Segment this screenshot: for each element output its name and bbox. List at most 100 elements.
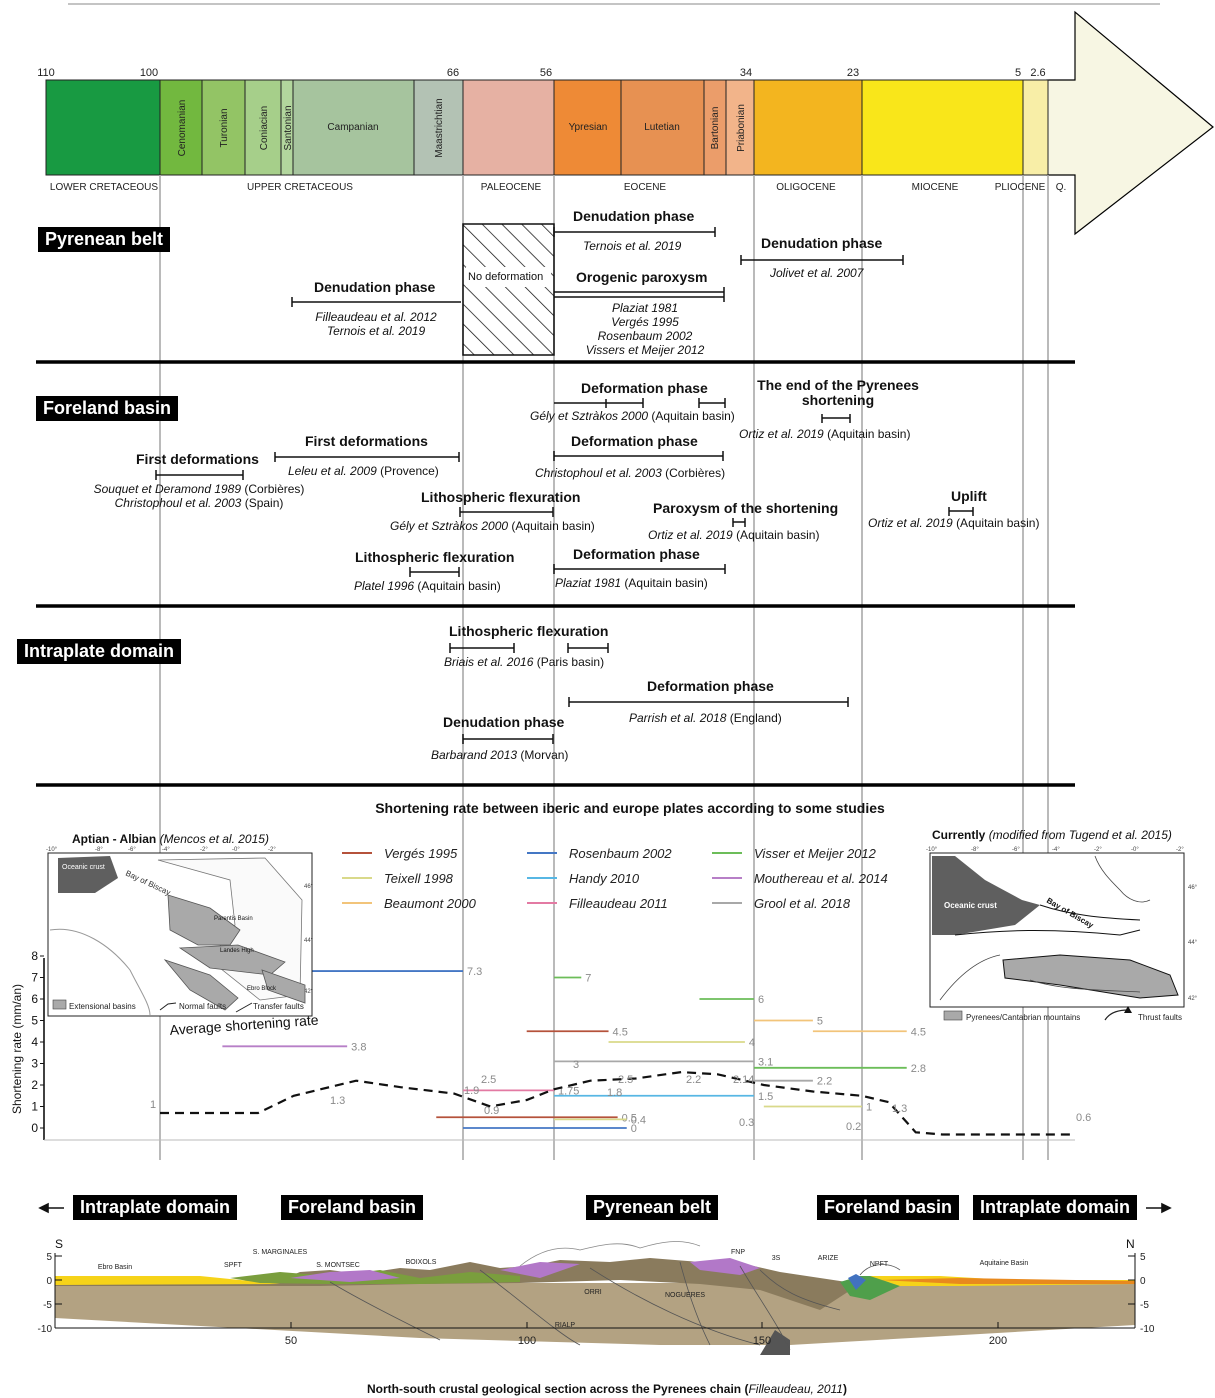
rate-label: 3 — [573, 1059, 579, 1071]
y-tick-label: 8 — [31, 949, 38, 963]
svg-text:Parentis Basin: Parentis Basin — [214, 916, 253, 922]
section-xtick: 200 — [989, 1335, 1007, 1347]
section-label: Aquitaine Basin — [980, 1260, 1029, 1267]
event-ref: Briais et al. 2016 (Paris basin) — [444, 655, 605, 669]
rate-label: 1.5 — [758, 1091, 773, 1103]
event-ref: Plaziat 1981 (Aquitain basin) — [555, 576, 708, 590]
svg-text:-10°: -10° — [926, 847, 938, 853]
event-title: First deformations — [305, 433, 428, 449]
y-tick-label: 0 — [31, 1121, 38, 1135]
stage-label: Turonian — [219, 108, 230, 147]
domain-label: Foreland basin — [281, 1195, 424, 1220]
event-bars — [155, 227, 974, 744]
section-caption-source: Filleaudeau, 2011 — [748, 1382, 843, 1396]
domain-label: Pyrenean belt — [586, 1195, 719, 1220]
svg-text:-0°: -0° — [1131, 847, 1139, 853]
section-label: FNP — [731, 1249, 745, 1256]
section-xtick: 50 — [285, 1335, 297, 1347]
range-bar — [462, 734, 554, 744]
cross-section — [53, 1241, 1138, 1355]
svg-text:-6°: -6° — [1012, 847, 1020, 853]
rate-label: 1.75 — [558, 1085, 579, 1097]
domain-label: Foreland basin — [817, 1195, 960, 1220]
section-ytick: 0 — [46, 1276, 52, 1287]
event-ref: Ortiz et al. 2019 (Aquitain basin) — [648, 528, 820, 542]
event-title: Denudation phase — [443, 714, 565, 730]
event-ref: Barbarand 2013 (Morvan) — [431, 748, 569, 762]
event-ref: Ortiz et al. 2019 (Aquitain basin) — [868, 516, 1040, 530]
event-ref: Jolivet et al. 2007 — [770, 266, 864, 280]
rate-label: 7.3 — [467, 966, 482, 978]
rate-label: 0.5 — [622, 1112, 637, 1124]
section-ytick: -10 — [38, 1324, 53, 1335]
svg-text:Ebro Block: Ebro Block — [247, 986, 277, 992]
svg-text:Oceanic crust: Oceanic crust — [944, 901, 997, 910]
epoch-label: EOCENE — [624, 182, 667, 193]
epoch-label: MIOCENE — [912, 182, 959, 193]
svg-text:-2°: -2° — [268, 847, 276, 853]
rate-label: 2.5 — [618, 1074, 633, 1086]
tick-label: 110 — [37, 67, 55, 79]
event-title: First deformations — [136, 451, 259, 467]
svg-text:-6°: -6° — [128, 847, 136, 853]
section-label: S. MONTSEC — [316, 1262, 360, 1269]
event-refs: Filleaudeau et al. 2012 Ternois et al. 2… — [315, 310, 437, 338]
svg-text:Normal faults: Normal faults — [179, 1002, 226, 1011]
event-title: Deformation phase — [647, 678, 774, 694]
y-tick-label: 3 — [31, 1057, 38, 1071]
event-title: Uplift — [951, 488, 987, 504]
legend-entry: Grool et al. 2018 — [754, 896, 851, 911]
section-ytick: 5 — [46, 1252, 52, 1263]
inset-right-title: Currently — [932, 828, 986, 842]
section-label: 3S — [772, 1255, 781, 1262]
epoch-label: OLIGOCENE — [776, 182, 836, 193]
y-tick-label: 5 — [31, 1014, 38, 1028]
tick-label: 23 — [847, 67, 859, 79]
epoch-label: PALEOCENE — [481, 182, 542, 193]
stage-label: Lutetian — [644, 122, 680, 133]
stage-label: Priabonian — [736, 104, 747, 152]
svg-text:-2°: -2° — [200, 847, 208, 853]
range-bar — [449, 643, 609, 653]
svg-text:46°: 46° — [304, 884, 314, 890]
section-ytick: -10 — [1140, 1324, 1155, 1335]
event-title: Deformation phase — [581, 380, 708, 396]
y-tick-label: 4 — [31, 1035, 38, 1049]
tick-label: 5 — [1015, 67, 1021, 79]
event-title: Deformation phase — [571, 433, 698, 449]
svg-text:Landes High: Landes High — [220, 948, 254, 954]
range-bar — [274, 452, 460, 462]
domain-label: Intraplate domain — [73, 1195, 238, 1220]
event-ref: Leleu et al. 2009 (Provence) — [288, 464, 439, 478]
tick-label: 2.6 — [1030, 67, 1045, 79]
svg-text:-4°: -4° — [1052, 847, 1060, 853]
svg-text:42°: 42° — [1188, 996, 1198, 1002]
tick-label: 66 — [447, 67, 459, 79]
foreland-basin-header: Foreland basin — [36, 396, 179, 421]
stage-label: Santonian — [283, 105, 294, 150]
event-title: Paroxysm of the shortening — [653, 500, 839, 516]
tick-label: 56 — [540, 67, 552, 79]
event-ref: Parrish et al. 2018 (England) — [629, 711, 782, 725]
domain-label: Intraplate domain — [973, 1195, 1138, 1220]
rate-label: 6 — [758, 994, 764, 1006]
svg-text:North-south crustal geological: North-south crustal geological section a… — [367, 1382, 847, 1396]
section-label: BOIXOLS — [406, 1259, 437, 1266]
legend-entry: Vergés 1995 — [384, 846, 458, 861]
range-bar — [553, 564, 726, 574]
section-label: NOGUERES — [665, 1292, 705, 1299]
inset-map-right: -10°-8°-6°-4°-2°-0°-2° 46°44°42° Oceanic… — [926, 847, 1198, 1022]
svg-text:Pyrenees/Cantabrian mountains: Pyrenees/Cantabrian mountains — [966, 1013, 1080, 1022]
rate-label: 5 — [817, 1016, 823, 1028]
section-caption: North-south crustal geological section a… — [367, 1382, 741, 1396]
rate-label: 1.3 — [330, 1095, 345, 1107]
stage-label: Cenomanian — [177, 100, 188, 157]
timeline-arrow — [1046, 10, 1214, 236]
legend-entry: Teixell 1998 — [384, 871, 454, 886]
section-label: ARIZE — [818, 1255, 839, 1262]
range-bar — [740, 255, 904, 265]
event-ref: Ortiz et al. 2019 (Aquitain basin) — [739, 427, 911, 441]
event-refs: Souquet et Deramond 1989 (Corbières) Chr… — [93, 482, 305, 510]
rate-label: 4.5 — [613, 1026, 628, 1038]
